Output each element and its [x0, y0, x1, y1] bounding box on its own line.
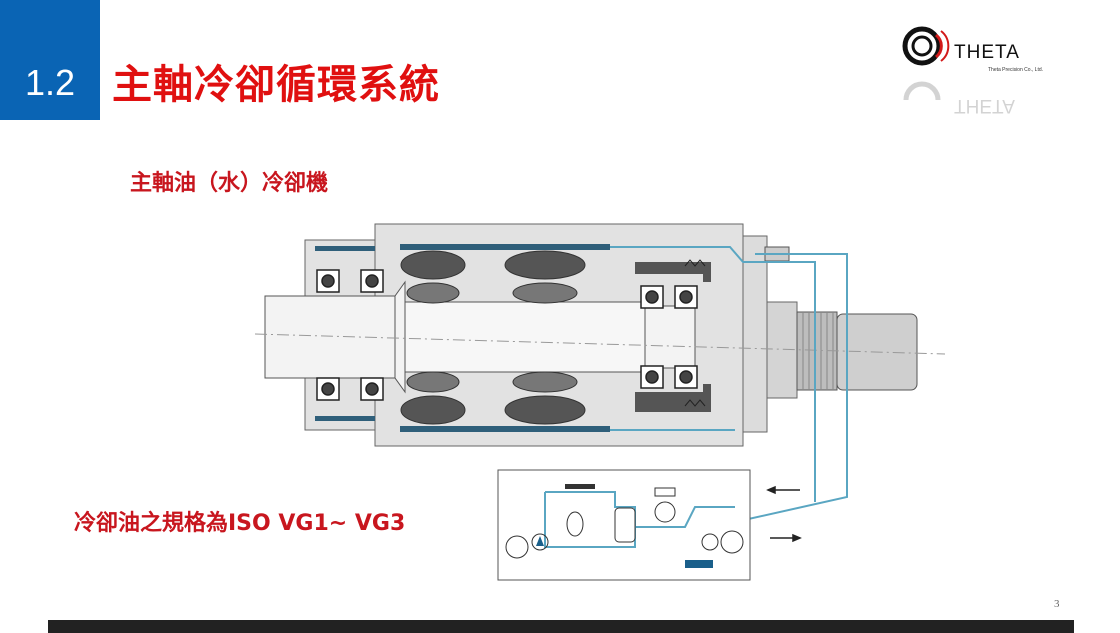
- coolant-lines: [610, 246, 848, 523]
- logo-company-text: Theta Precision Co., Ltd.: [988, 67, 1044, 73]
- front-bearings: [316, 269, 384, 401]
- section-number: 1.2: [24, 62, 76, 103]
- theta-logo: THETA THETA: [902, 26, 1020, 116]
- spindle-cooling-diagram: [255, 223, 945, 581]
- svg-text:THETA: THETA: [954, 95, 1015, 116]
- page-number: 3: [1054, 598, 1060, 610]
- chiller-unit: [497, 469, 751, 581]
- motor-windings: [400, 250, 586, 425]
- cooling-jackets: [315, 244, 610, 432]
- slide-title: 主軸冷卻循環系統: [112, 62, 440, 108]
- section-number-box: 1.2: [0, 0, 100, 120]
- footer-bar: [48, 620, 1074, 633]
- rear-bearings: [640, 285, 698, 389]
- cooler-subtitle: 主軸油（水）冷卻機: [130, 171, 329, 196]
- theta-circle-icon: [902, 26, 950, 66]
- oil-spec-text: 冷卻油之規格為ISO VG1~ VG3: [74, 511, 406, 536]
- flow-arrows: [766, 485, 802, 543]
- spindle-shaft: [255, 280, 945, 394]
- logo-reflection: THETA: [903, 81, 1015, 116]
- logo-brand-text: THETA: [954, 42, 1020, 63]
- rear-bearing-housing: [635, 259, 711, 412]
